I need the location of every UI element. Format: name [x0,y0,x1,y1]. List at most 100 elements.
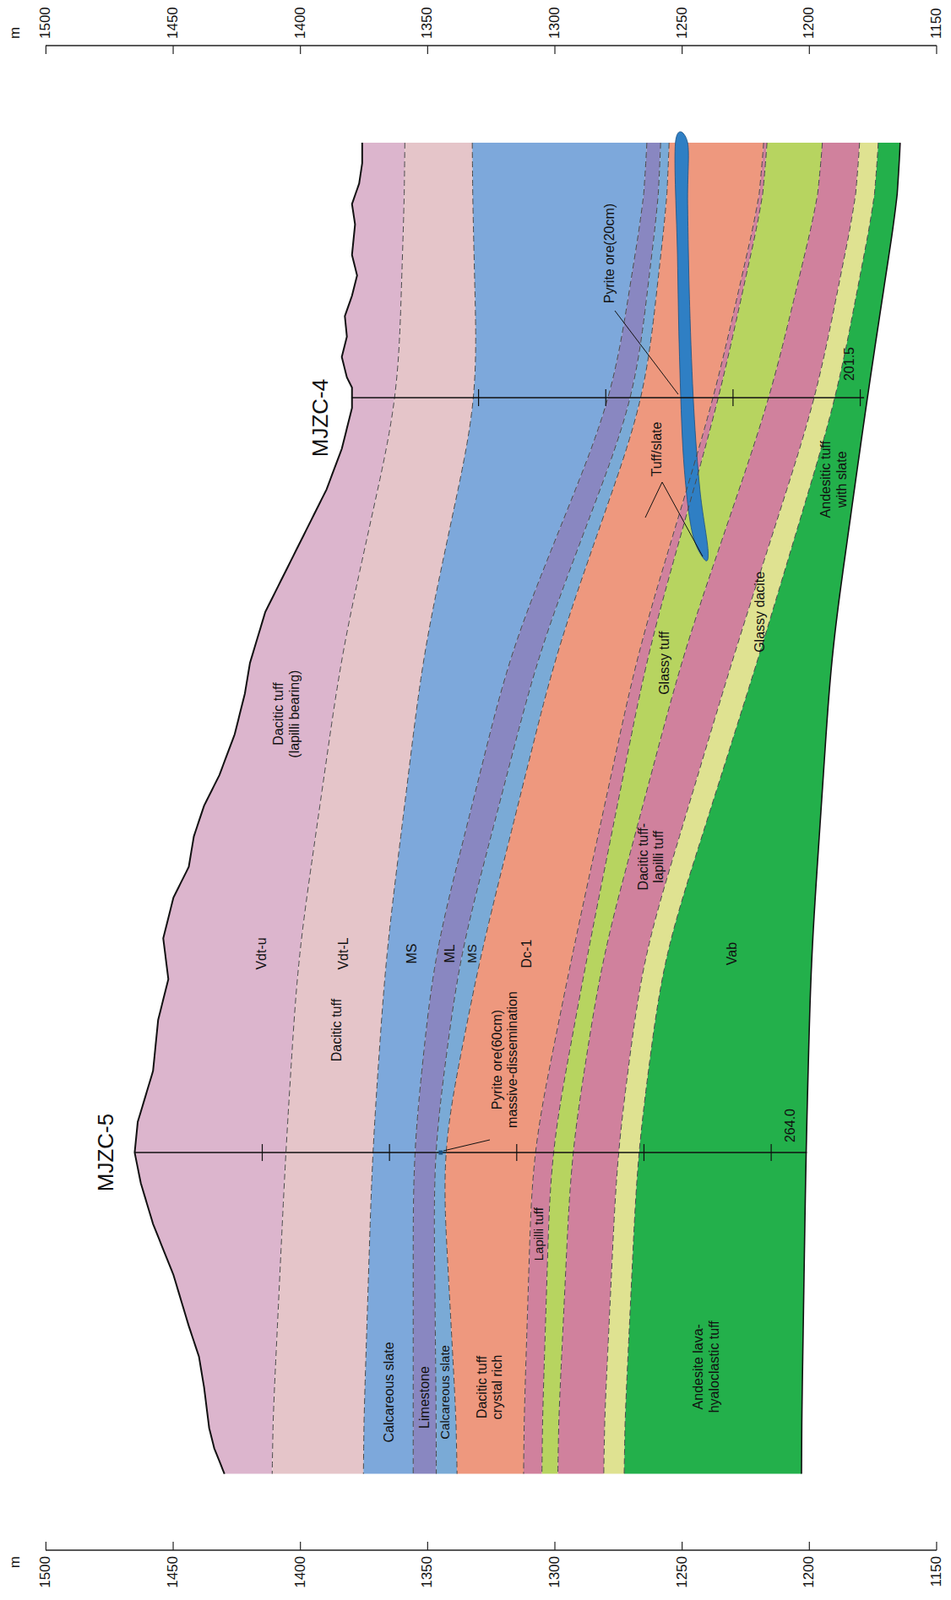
layer-fill [624,142,901,1474]
layer-boundary [624,142,879,1474]
drill-hole [135,1152,807,1154]
layer-label: Limestone [416,1366,432,1430]
layer-label: Calcareous slate [380,1342,397,1443]
layer-boundary [271,142,405,1474]
depth-tick [859,389,861,407]
axis-tick [299,1542,301,1551]
rock-callout: Tuff/slate [649,422,665,478]
elevation-label: 1300 [546,1556,564,1589]
leader-line [662,482,703,557]
layer-boundary [523,142,764,1474]
layer-label: MS [464,944,479,964]
axis-unit: m [6,1556,24,1569]
leader-line [645,482,663,518]
hole-depth: 201.5 [842,347,858,381]
layer-label: Andesitic tuff with slate [818,433,850,527]
layer-label: Dc-1 [519,940,535,969]
axis-tick [172,45,174,55]
layer-label: Lapilli tuff [532,1207,547,1261]
borehole-label: MJZC-4 [308,379,334,457]
drill-hole [351,396,865,399]
axis-tick [681,1542,683,1551]
layer-label: Glassy tuff [656,631,672,696]
layer-label: MS [404,943,420,964]
axis-tick [554,1542,555,1551]
elevation-label: 1400 [292,1556,310,1589]
axis-tick [681,45,683,55]
elevation-label: 1400 [292,6,310,39]
layer-boundaries [134,142,900,1474]
layer-fill [134,142,405,1474]
elevation-label: 1350 [419,1556,437,1589]
axis-tick [172,1542,174,1551]
depth-tick [516,1144,517,1162]
depth-tick [261,1144,263,1162]
axis-tick [45,1542,47,1551]
elevation-label: 1300 [546,6,564,39]
leader-line [614,310,679,395]
elevation-label: 1200 [801,1556,819,1589]
layer-boundary [445,142,669,1474]
axis-tick [427,1542,429,1551]
layer-fill [363,142,647,1474]
borehole-label: MJZC-5 [93,1114,120,1192]
elevation-label: 1350 [419,6,437,39]
hole-depth: 264.0 [782,1108,799,1143]
elevation-label: 1500 [38,1556,55,1589]
layer-label: Dacitic tuff (lapilli bearing) [271,668,303,761]
elevation-label: 1450 [164,1556,182,1589]
axis-tick [427,45,429,55]
axis-line [45,44,937,46]
layer-label: Vdt-L [336,937,352,970]
layer-fill [271,142,476,1474]
elevation-label: 1500 [38,6,55,39]
depth-tick [389,1144,391,1162]
depth-tick [771,1144,772,1162]
elevation-label: 1250 [673,1556,691,1589]
layer-label: Glassy dacite [752,571,768,653]
section-base [801,142,901,1474]
axis-tick [935,45,937,55]
elevation-label: 1150 [928,7,946,39]
elevation-label: 1150 [928,1556,946,1588]
drill-holes [135,389,865,1162]
layer-fill [523,142,767,1474]
layer-fill [603,142,879,1474]
elevation-axes [45,45,937,1551]
elevation-label: 1250 [673,6,691,39]
layer-label: Vab [724,942,740,966]
ore-callout: Pyrite ore(20cm) [602,203,618,304]
layer-boundary [363,142,476,1474]
layer-label: Andesite lava-hyaloclastic tuff [690,1295,723,1440]
layer-fill [413,142,661,1474]
axis-tick [299,45,301,55]
layer-fill [445,142,764,1474]
elevation-label: 1200 [801,6,819,39]
leader-lines [443,310,703,1152]
pyrite-ore-mark [438,1151,443,1156]
axis-tick [45,45,47,55]
layer-label: Dacitic tuff crystal rich [474,1345,506,1430]
axis-tick [809,45,810,55]
axis-tick [809,1542,810,1551]
elevation-label: 1450 [164,6,182,39]
ore-callout: Pyrite ore(60cm) massive-dissemination [489,983,522,1137]
depth-tick [605,389,607,407]
axis-tick [554,45,555,55]
layer-label: Calcareous slate [438,1345,453,1441]
layer-label: Vdt-u [254,937,270,970]
axis-unit: m [6,27,24,39]
layer-fill [558,142,860,1474]
layer-label: ML [441,944,457,963]
layer-label: Dacitic tuff-lapilli tuff [635,815,668,900]
layer-boundary [542,142,767,1474]
depth-tick [732,389,734,407]
leader-line [443,1140,490,1152]
layer-fill [434,142,669,1474]
depth-tick [643,1144,645,1162]
depth-tick [478,389,479,407]
axis-line [45,1549,937,1551]
topography-line [134,142,362,1474]
